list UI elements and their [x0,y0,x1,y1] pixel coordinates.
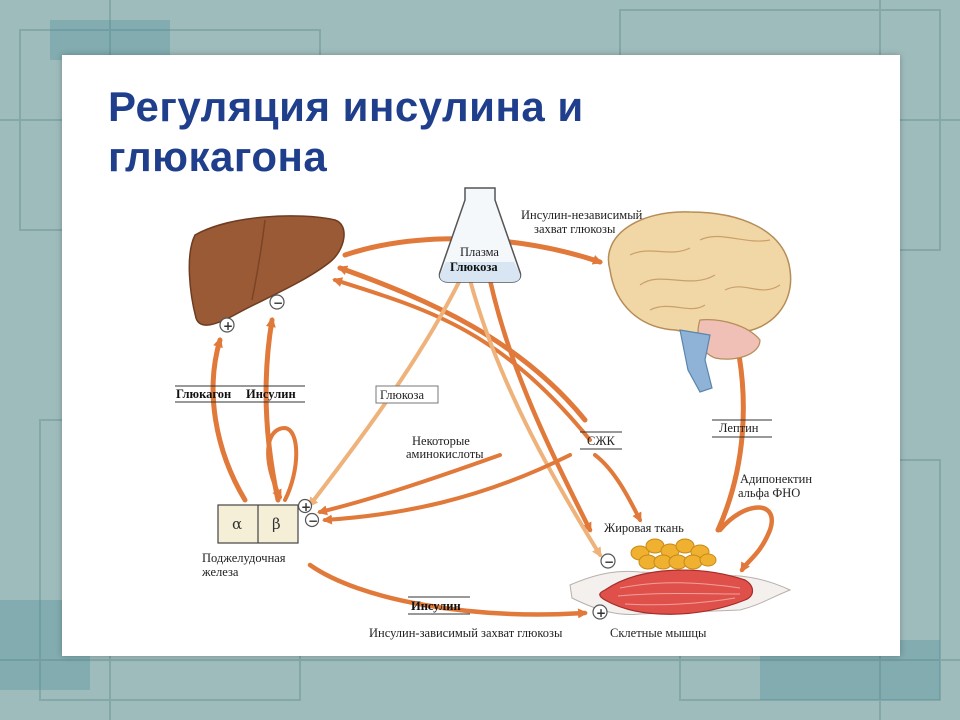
adiponectin-label-1: Адипонектин [740,472,812,486]
arrow-pancreas-to-muscle [307,562,588,619]
slide-panel [62,55,900,656]
arrow-beta-feedback [266,425,299,502]
pancreas-minus-sign [304,512,320,528]
muscle-plus-sign [592,604,608,620]
leptin-label: Лептин [719,421,759,435]
glucose-tag [375,385,439,404]
glucose-label: Глюкоза [380,388,424,402]
arrow-adipose-to-brain-leptin [715,332,746,533]
plasma-flask-icon [438,187,522,283]
arrow-pancreas-to-liver-glucagon [210,337,248,503]
insulin-label-bottom: Инсулин [411,599,461,613]
arrow-ffa-to-liver-outer [332,277,592,442]
skeletal-muscle-label: Склетные мышцы [610,626,707,640]
brain-icon [607,211,792,393]
liver-minus-sign [269,294,285,310]
arrow-ffa-to-pancreas [322,453,572,525]
adipose-minus-text: − [604,555,614,569]
glucagon-label: Глюкагон [176,387,231,401]
arrow-amino-to-pancreas [317,453,502,516]
amino-acids-label-1: Некоторые [412,434,470,448]
ffa-label: СЖК [587,434,616,448]
title-line-2: глюкагона [108,133,328,180]
liver-minus-text: − [273,296,283,310]
muscle-plus-text: + [596,606,606,620]
adiponectin-label-2: альфа ФНО [738,486,800,500]
page-title: Регуляция инсулина и глюкагона [108,82,808,182]
liver-icon [188,215,345,326]
pancreas-icon [217,504,299,544]
liver-plus-sign [219,317,235,333]
arrow-adipose-to-muscle [717,505,774,573]
flask-label-plasma: Плазма [460,245,499,259]
brain-uptake-label-1: Инсулин-независимый [521,208,643,222]
pancreas-plus-sign [297,498,313,514]
pancreas-minus-text: − [308,514,318,528]
adipose-label: Жировая ткань [604,521,684,535]
arrow-plasma-to-muscle [468,278,602,558]
brain-uptake-label-2: захват глюкозы [534,222,616,236]
pancreas-label-1: Поджелудочная [202,551,286,565]
title-line-1: Регуляция инсулина и [108,83,584,130]
pancreas-label-2: железа [201,565,239,579]
insulin-dependent-uptake-label: Инсулин-зависимый захват глюкозы [369,626,563,640]
amino-acids-label-2: аминокислоты [406,447,484,461]
adipose-minus-sign [600,553,616,569]
pancreas-plus-text: + [301,500,311,514]
arrow-ffa-to-liver [337,265,588,423]
arrow-ffa-to-adipose [593,453,642,523]
insulin-label-top: Инсулин [246,387,296,401]
beta-cell-label: β [272,515,281,533]
arrow-plasma-to-adipose [487,277,593,533]
flask-label-glucose: Глюкоза [450,260,498,274]
skeletal-muscle-icon [569,569,792,615]
liver-plus-text: + [223,319,233,333]
alpha-cell-label: α [232,515,242,533]
adipose-tissue-icon [630,538,717,570]
